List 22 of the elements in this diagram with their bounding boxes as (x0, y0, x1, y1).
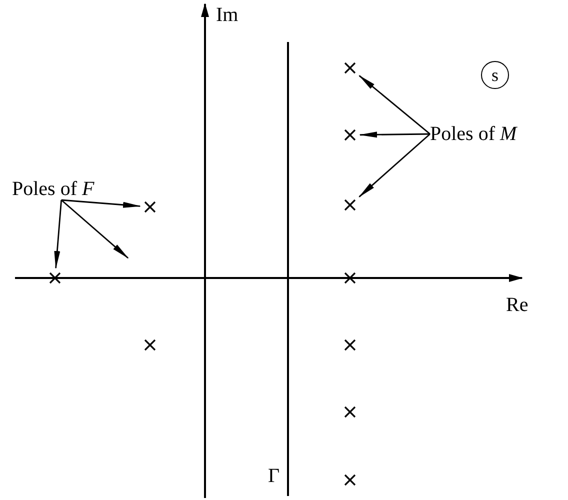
callout-text: Poles of M (430, 123, 517, 145)
pole-marker (48, 271, 62, 285)
pole-marker (343, 198, 357, 212)
contour-label: Γ (268, 466, 280, 486)
axis-label: Im (216, 5, 238, 25)
leader-arrow (61, 199, 141, 208)
pole-marker (343, 271, 357, 285)
pole-marker (143, 338, 157, 352)
leader-arrow (359, 132, 430, 138)
pole-marker (343, 405, 357, 419)
pole-marker (343, 338, 357, 352)
pole-marker (343, 61, 357, 75)
leader-arrow (358, 133, 430, 198)
callout-text: Poles of F (12, 178, 94, 200)
pole-marker (343, 473, 357, 487)
leader-arrow (358, 75, 430, 135)
axis-label: Re (506, 295, 528, 315)
plane-symbol: s (481, 61, 509, 89)
leader-arrow (60, 199, 129, 259)
pole-marker (343, 128, 357, 142)
leader-arrow (54, 200, 62, 269)
pole-marker (143, 200, 157, 214)
